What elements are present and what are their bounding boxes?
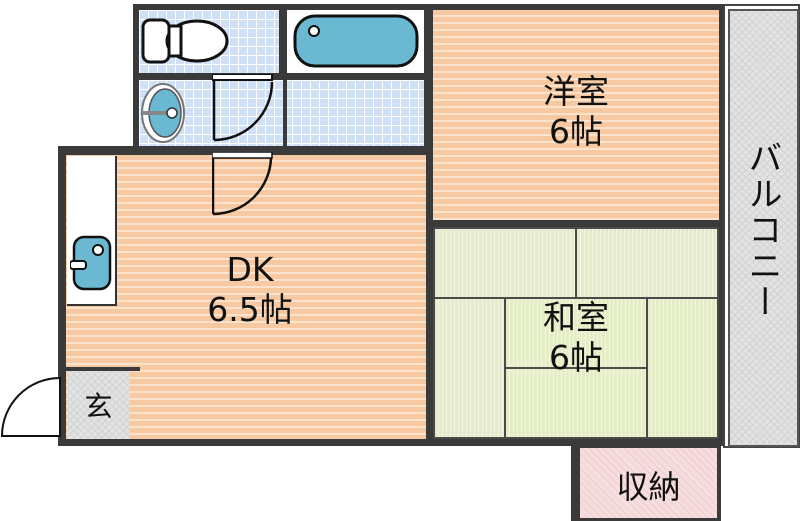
washroom — [139, 80, 424, 146]
entrance-label: 玄 — [84, 390, 113, 423]
western-room — [433, 10, 719, 220]
western-room-name: 洋室 — [543, 72, 609, 111]
dk-size: 6.5帖 — [207, 290, 293, 329]
entrance — [67, 371, 130, 439]
bath-partition — [283, 78, 287, 146]
balcony-label: バルコニー — [742, 140, 782, 320]
tatami-mat — [504, 367, 648, 439]
tatami-mat — [433, 227, 577, 299]
bathtub-icon — [292, 13, 420, 69]
western-room-label: 洋室 6帖 — [433, 72, 719, 152]
dk-name: DK — [226, 250, 274, 289]
dk-door-icon[interactable] — [211, 151, 274, 216]
tatami-mat — [575, 227, 719, 299]
western-room-size: 6帖 — [549, 112, 603, 151]
dk-label: DK 6.5帖 — [150, 250, 350, 330]
toilet-icon — [141, 18, 229, 64]
tatami-mat — [504, 297, 648, 369]
washroom-door-icon[interactable] — [211, 73, 282, 144]
japanese-room-size: 6帖 — [549, 338, 603, 377]
entrance-door-icon[interactable] — [0, 376, 62, 438]
tatami-mat — [433, 297, 506, 439]
kitchen-sink-icon — [69, 235, 114, 293]
balcony — [723, 4, 800, 448]
storage — [580, 448, 717, 518]
washbasin-icon — [140, 82, 186, 144]
entrance-wall — [64, 367, 140, 371]
storage-label: 収納 — [616, 468, 681, 506]
japanese-room-label: 和室 6帖 — [504, 298, 648, 378]
japanese-room-name: 和室 — [543, 298, 609, 337]
tatami-mat — [646, 297, 719, 439]
